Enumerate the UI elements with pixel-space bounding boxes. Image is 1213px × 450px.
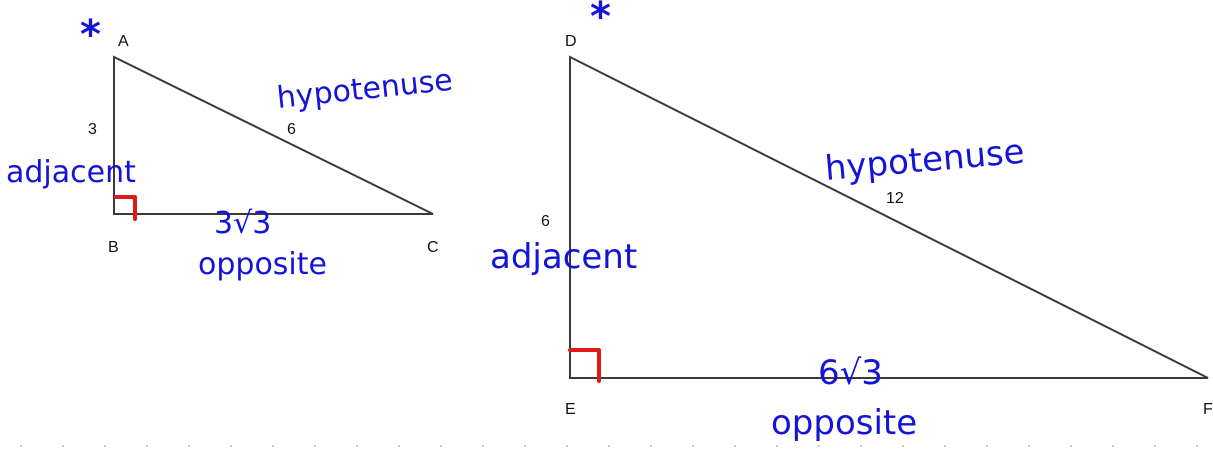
angle-star-a: * xyxy=(80,12,101,58)
triangle-def-outline xyxy=(569,55,1209,379)
label-opposite-small: opposite xyxy=(198,247,327,282)
angle-star-d: * xyxy=(590,0,611,40)
triangle-abc: A B C 3 6 * adjacent hypotenuse 3√3 oppo… xyxy=(6,12,454,282)
label-opposite-large: opposite xyxy=(771,403,917,443)
label-adjacent-large: adjacent xyxy=(490,237,637,277)
side-length-df: 12 xyxy=(886,190,904,207)
label-adjacent-small: adjacent xyxy=(6,155,136,190)
label-hypotenuse-large: hypotenuse xyxy=(823,132,1026,189)
vertex-label-a: A xyxy=(118,33,129,50)
label-opposite-value-small: 3√3 xyxy=(214,206,271,241)
vertex-label-d: D xyxy=(565,33,577,50)
vertex-label-c: C xyxy=(427,239,439,256)
triangle-abc-outline xyxy=(113,55,434,215)
side-length-ac: 6 xyxy=(287,121,296,138)
vertex-label-f: F xyxy=(1203,401,1213,418)
right-angle-mark-b xyxy=(114,195,137,221)
label-hypotenuse-small: hypotenuse xyxy=(275,63,454,116)
side-length-de: 6 xyxy=(541,213,550,230)
vertex-label-b: B xyxy=(108,239,119,256)
label-opposite-value-large: 6√3 xyxy=(818,353,883,393)
right-angle-mark-e xyxy=(568,348,601,383)
triangle-def: D E F 6 12 * adjacent hypotenuse 6√3 opp… xyxy=(490,0,1213,443)
side-length-ab: 3 xyxy=(88,121,97,138)
vertex-label-e: E xyxy=(565,401,576,418)
